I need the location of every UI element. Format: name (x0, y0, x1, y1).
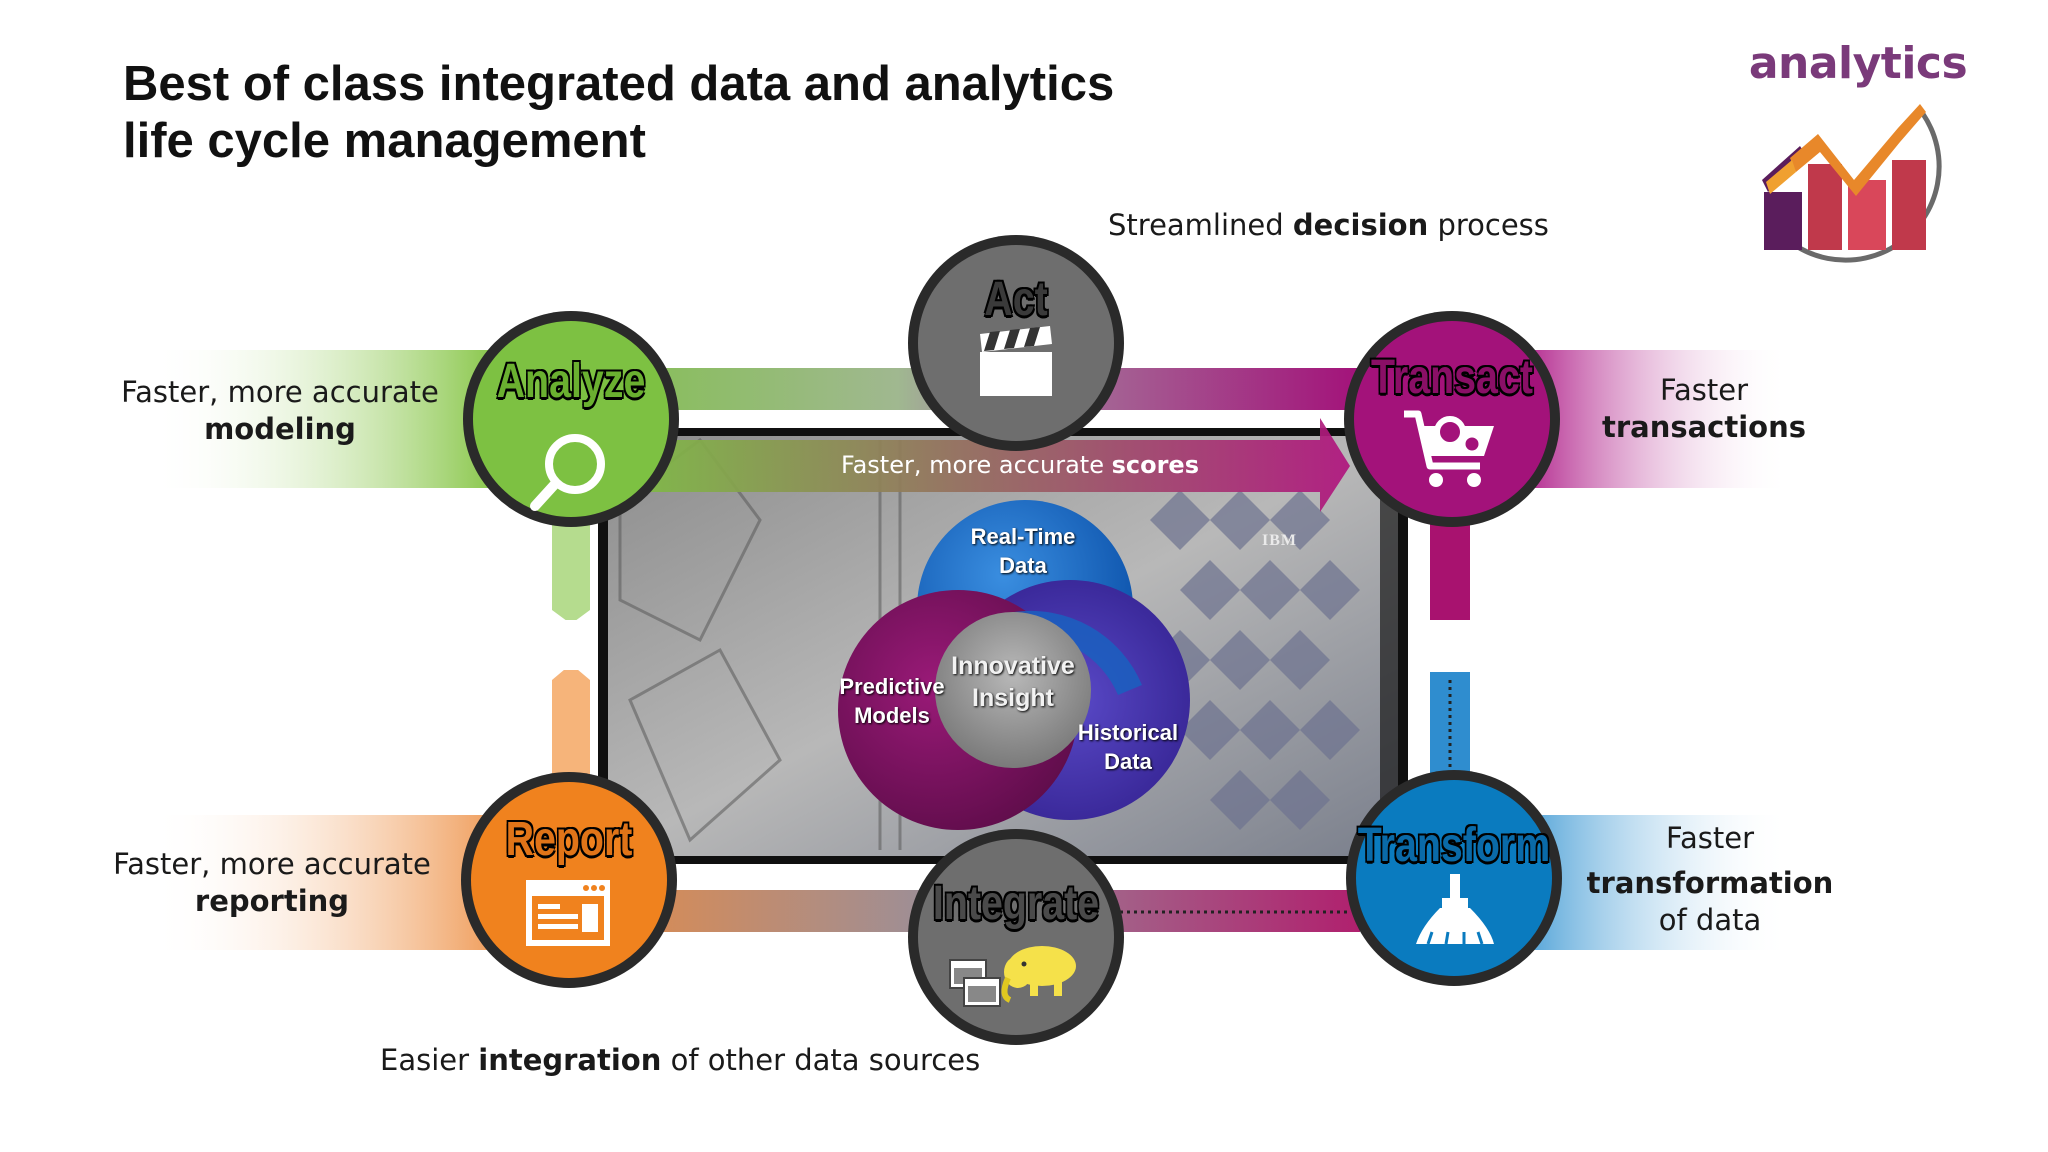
scores-caption: Faster, more accurate scores (760, 451, 1280, 479)
report-window-icon (526, 880, 610, 946)
report-label: Report (505, 813, 633, 866)
predictive-line-2: Models (854, 703, 930, 728)
modeling-bold: modeling (204, 412, 356, 446)
analyze-node (463, 311, 679, 527)
historical-data-label: Historical Data (1076, 718, 1180, 776)
realtime-data-label: Real-Time Data (950, 522, 1096, 580)
act-label: Act (984, 273, 1048, 326)
transact-label: Transact (1371, 351, 1533, 404)
scores-arrow (612, 418, 1350, 512)
historical-line-2: Data (1104, 749, 1152, 774)
insight-line-1: Innovative (951, 652, 1075, 680)
transform-band (1520, 815, 1790, 950)
title-line-2: life cycle management (123, 114, 646, 168)
historical-line-1: Historical (1077, 720, 1179, 745)
integration-caption: Easier integration of other data sources (380, 1042, 1080, 1079)
transformation-bold: transformation (1586, 866, 1834, 900)
transformation-caption: Faster transformation of data (1570, 820, 1850, 939)
logo-wordmark: analytics (1748, 38, 1968, 89)
analyze-label: Analyze (496, 355, 646, 408)
transactions-caption: Faster transactions (1574, 372, 1834, 446)
analyze-band (150, 350, 490, 488)
hadoop-elephant-icon (949, 946, 1076, 1007)
realtime-line-2: Data (999, 553, 1047, 578)
clapperboard-icon (980, 326, 1052, 396)
transformation-line-1: Faster (1665, 821, 1755, 855)
modeling-caption: Faster, more accurate modeling (120, 374, 440, 448)
decision-bold: decision (1292, 208, 1429, 242)
scores-caption-pre: Faster, more accurate (840, 451, 1112, 479)
innovative-insight-circle (935, 612, 1091, 768)
server-brand-badge: IBM (1262, 532, 1297, 549)
report-band (150, 815, 490, 950)
integration-pre: Easier (380, 1043, 479, 1077)
reporting-line-1: Faster, more accurate (113, 847, 431, 881)
predictive-models-label: Predictive Models (836, 672, 948, 730)
page-title: Best of class integrated data and analyt… (123, 56, 1223, 170)
realtime-line-1: Real-Time (970, 524, 1076, 549)
transactions-bold: transactions (1601, 410, 1807, 444)
innovative-insight-label: Innovative Insight (940, 650, 1086, 714)
title-line-1: Best of class integrated data and analyt… (123, 57, 1115, 111)
transformation-line-3: of data (1658, 903, 1762, 937)
shopping-cart-gear-icon (1404, 410, 1494, 487)
integrate-node (908, 829, 1124, 1045)
insight-venn-diagram (838, 500, 1190, 830)
transactions-line-1: Faster (1659, 373, 1749, 407)
integration-post: of other data sources (661, 1043, 981, 1077)
integration-bold: integration (478, 1043, 662, 1077)
reporting-caption: Faster, more accurate reporting (112, 846, 432, 920)
magnifier-icon (530, 434, 605, 511)
integrate-label: Integrate (932, 877, 1100, 930)
modeling-line-1: Faster, more accurate (121, 375, 439, 409)
transform-label: Transform (1357, 819, 1551, 872)
decision-caption: Streamlined decision process (1108, 207, 1628, 244)
decision-post: process (1428, 208, 1549, 242)
insight-line-2: Insight (972, 684, 1054, 712)
predictive-line-1: Predictive (839, 674, 945, 699)
analytics-chart-logo (1762, 104, 1942, 263)
decision-pre: Streamlined (1108, 208, 1293, 242)
transact-band (1520, 350, 1790, 488)
scores-caption-bold: scores (1111, 451, 1199, 479)
broom-icon (1416, 874, 1494, 945)
reporting-bold: reporting (194, 884, 350, 918)
